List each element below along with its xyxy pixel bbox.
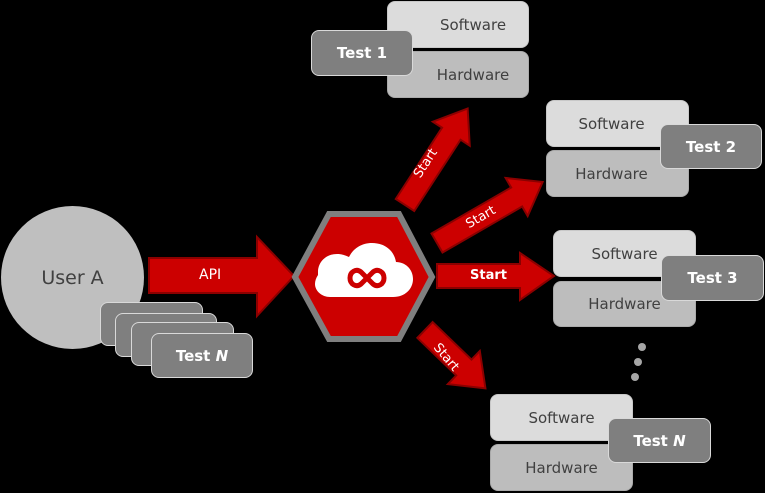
test-box-test-1: Test 1 (311, 30, 413, 76)
start-arrow-test-n (415, 320, 487, 390)
start-arrow-test-2 (430, 176, 545, 254)
hardware-label: Hardware (436, 65, 510, 84)
start-label-test-3: Start (470, 268, 507, 283)
api-arrow-label: API (199, 267, 222, 283)
start-arrow-test-3 (436, 251, 556, 302)
test-box-test-n: Test N (608, 418, 711, 463)
test-box-test-2: Test 2 (660, 124, 762, 169)
hardware-label: Hardware (588, 295, 661, 313)
test-box-test-3: Test 3 (661, 255, 764, 301)
test-label: Test 3 (687, 269, 738, 287)
test-stack-label: Test N (175, 346, 229, 365)
software-label: Software (439, 15, 507, 34)
ellipsis-dot (638, 343, 646, 351)
test-label: Test 1 (336, 44, 388, 62)
ellipsis-dot (634, 358, 642, 366)
software-label: Software (528, 408, 595, 427)
software-label: Software (578, 114, 645, 133)
test-stack-front-card: Test N (151, 333, 253, 378)
software-label: Software (591, 244, 658, 263)
software-box-test-1: Software (387, 1, 529, 48)
api-arrow (148, 234, 296, 319)
start-arrow-test-1 (394, 107, 471, 213)
user-label: User A (41, 266, 104, 289)
cloud-infinity-icon (315, 243, 413, 297)
test-label: Test N (633, 431, 686, 450)
hardware-label: Hardware (575, 164, 648, 183)
hardware-label: Hardware (525, 458, 598, 477)
ellipsis-dot (631, 373, 639, 381)
test-label: Test 2 (685, 137, 737, 156)
